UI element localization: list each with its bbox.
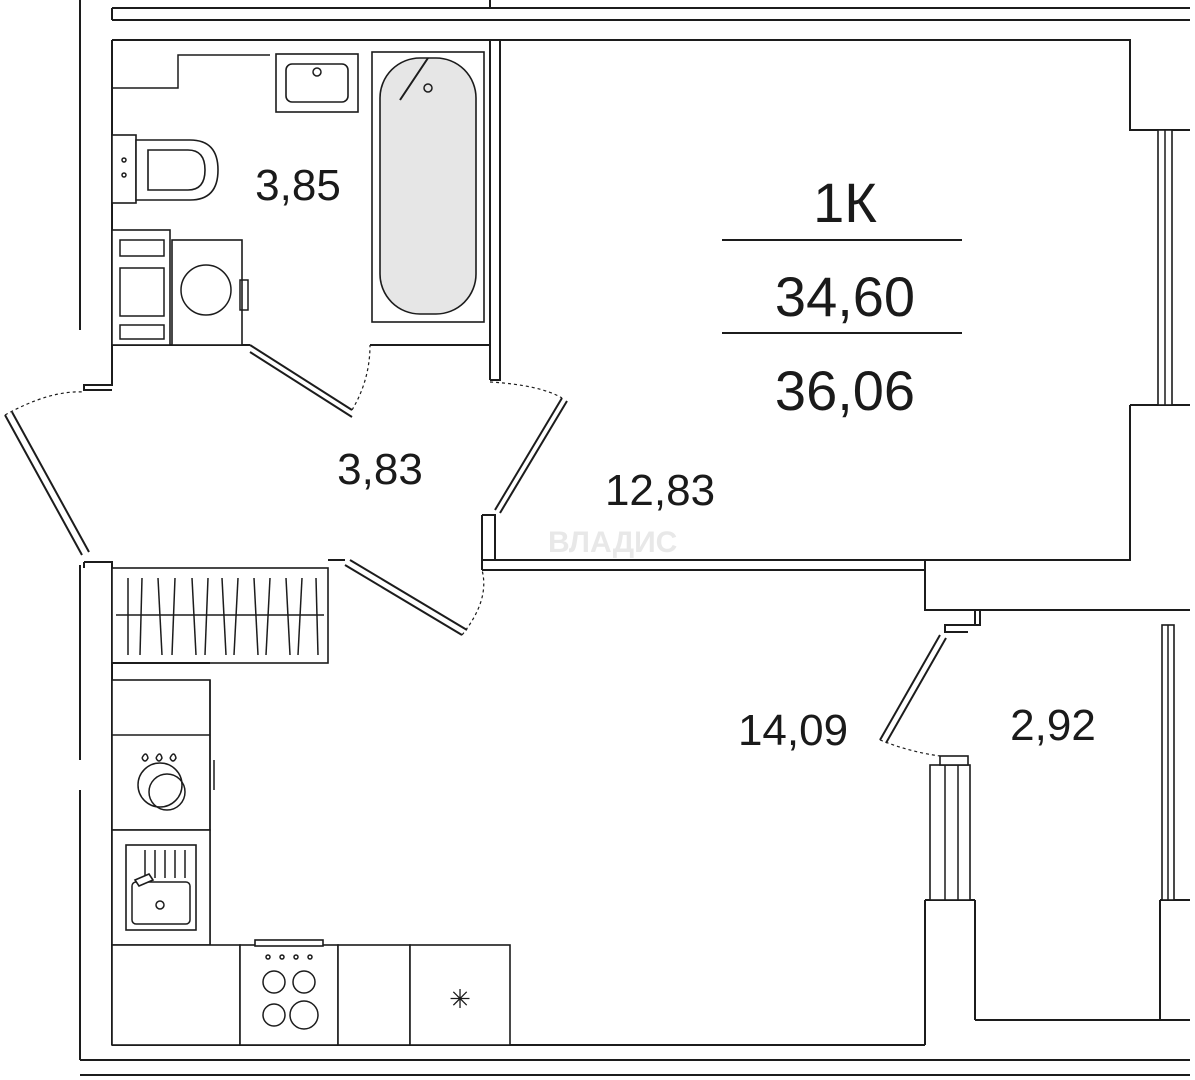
fridge-symbol: ✳	[449, 984, 471, 1014]
dishwasher-icon	[112, 734, 215, 811]
outer-walls	[79, 0, 1190, 1076]
stove-icon	[239, 939, 339, 1046]
kitchen-area: 14,09	[738, 706, 848, 755]
fridge-icon: ✳	[409, 944, 511, 1046]
bathroom-area: 3,85	[255, 161, 341, 210]
bathroom-fixtures	[111, 51, 485, 346]
area-living: 34,60	[775, 265, 915, 328]
doors	[4, 344, 947, 757]
bedroom-area: 12,83	[605, 466, 715, 515]
watermark: ВЛАДИС	[548, 526, 677, 559]
kitchen-fixtures: ✳	[111, 679, 511, 1046]
wardrobe-icon	[116, 577, 324, 656]
kitchen-sink-icon	[111, 829, 211, 946]
washing-machine-icon	[111, 229, 249, 346]
apartment-summary: 1К 34,60 36,06	[722, 171, 962, 422]
apartment-type: 1К	[813, 171, 877, 234]
hallway-area: 3,83	[337, 445, 423, 494]
windows	[929, 129, 1175, 901]
room-labels: 3,85 3,83 12,83 14,09 2,92	[255, 161, 1096, 755]
area-total: 36,06	[775, 359, 915, 422]
balcony-area: 2,92	[1010, 701, 1096, 750]
toilet-icon	[111, 134, 219, 204]
